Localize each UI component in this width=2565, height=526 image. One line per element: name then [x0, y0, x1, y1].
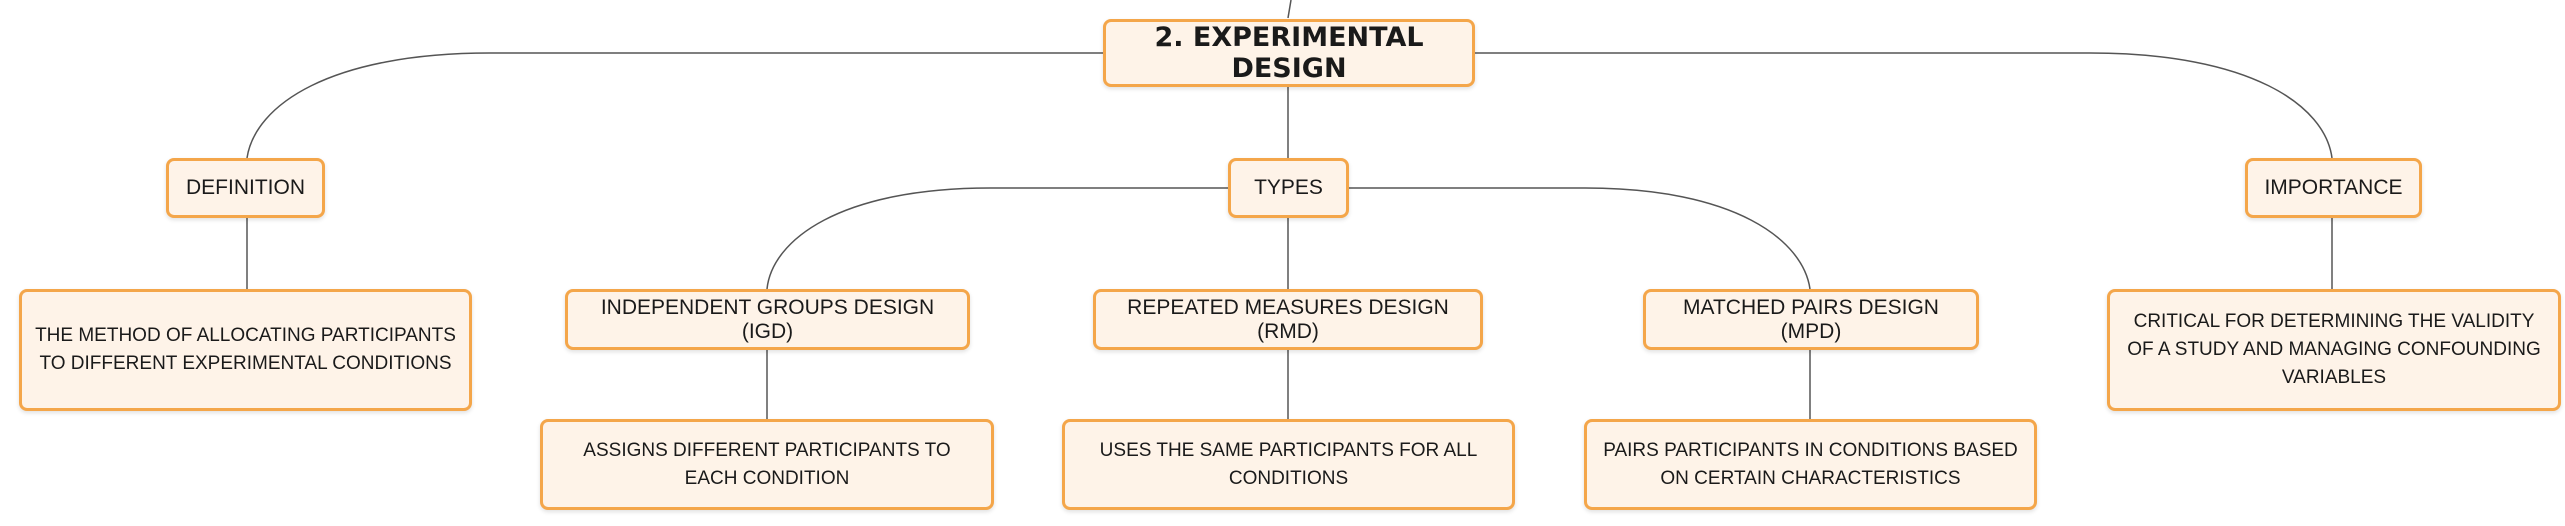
connector-types-igd [766, 187, 1228, 290]
rmd-node-label: REPEATED MEASURES DESIGN (RMD) [1127, 295, 1449, 343]
igd-detail-text: ASSIGNS DIFFERENT PARTICIPANTS TO EACH C… [583, 439, 951, 489]
mpd-detail-node[interactable]: PAIRS PARTICIPANTS IN CONDITIONS BASED O… [1584, 419, 2037, 510]
types-node-label: TYPES [1254, 176, 1323, 199]
connector-root-definition [246, 52, 1103, 159]
definition-detail-node[interactable]: THE METHOD OF ALLOCATING PARTICIPANTS TO… [19, 289, 472, 411]
root-node-label: 2. EXPERIMENTAL DESIGN [1154, 22, 1424, 84]
definition-node-label: DEFINITION [186, 176, 305, 199]
igd-detail-node[interactable]: ASSIGNS DIFFERENT PARTICIPANTS TO EACH C… [540, 419, 994, 510]
importance-detail-node[interactable]: CRITICAL FOR DETERMINING THE VALIDITY OF… [2107, 289, 2561, 411]
mpd-node[interactable]: MATCHED PAIRS DESIGN (MPD) [1643, 289, 1979, 350]
rmd-node[interactable]: REPEATED MEASURES DESIGN (RMD) [1093, 289, 1483, 350]
connector-root-importance [1474, 52, 2333, 159]
rmd-detail-text: USES THE SAME PARTICIPANTS FOR ALL CONDI… [1099, 439, 1478, 489]
definition-node[interactable]: DEFINITION [166, 158, 325, 218]
root-node[interactable]: 2. EXPERIMENTAL DESIGN [1103, 19, 1475, 87]
importance-node-label: IMPORTANCE [2264, 176, 2403, 199]
importance-node[interactable]: IMPORTANCE [2245, 158, 2422, 218]
connector-parent [1287, 0, 1292, 19]
definition-detail-text: THE METHOD OF ALLOCATING PARTICIPANTS TO… [35, 325, 456, 374]
rmd-detail-node[interactable]: USES THE SAME PARTICIPANTS FOR ALL CONDI… [1062, 419, 1515, 510]
types-node[interactable]: TYPES [1228, 158, 1349, 218]
importance-detail-text: CRITICAL FOR DETERMINING THE VALIDITY OF… [2127, 311, 2541, 388]
igd-node-label: INDEPENDENT GROUPS DESIGN (IGD) [600, 295, 935, 343]
mpd-node-label: MATCHED PAIRS DESIGN (MPD) [1683, 295, 1939, 343]
mpd-detail-text: PAIRS PARTICIPANTS IN CONDITIONS BASED O… [1603, 439, 2018, 489]
igd-node[interactable]: INDEPENDENT GROUPS DESIGN (IGD) [565, 289, 970, 350]
connector-types-mpd [1348, 187, 1811, 290]
